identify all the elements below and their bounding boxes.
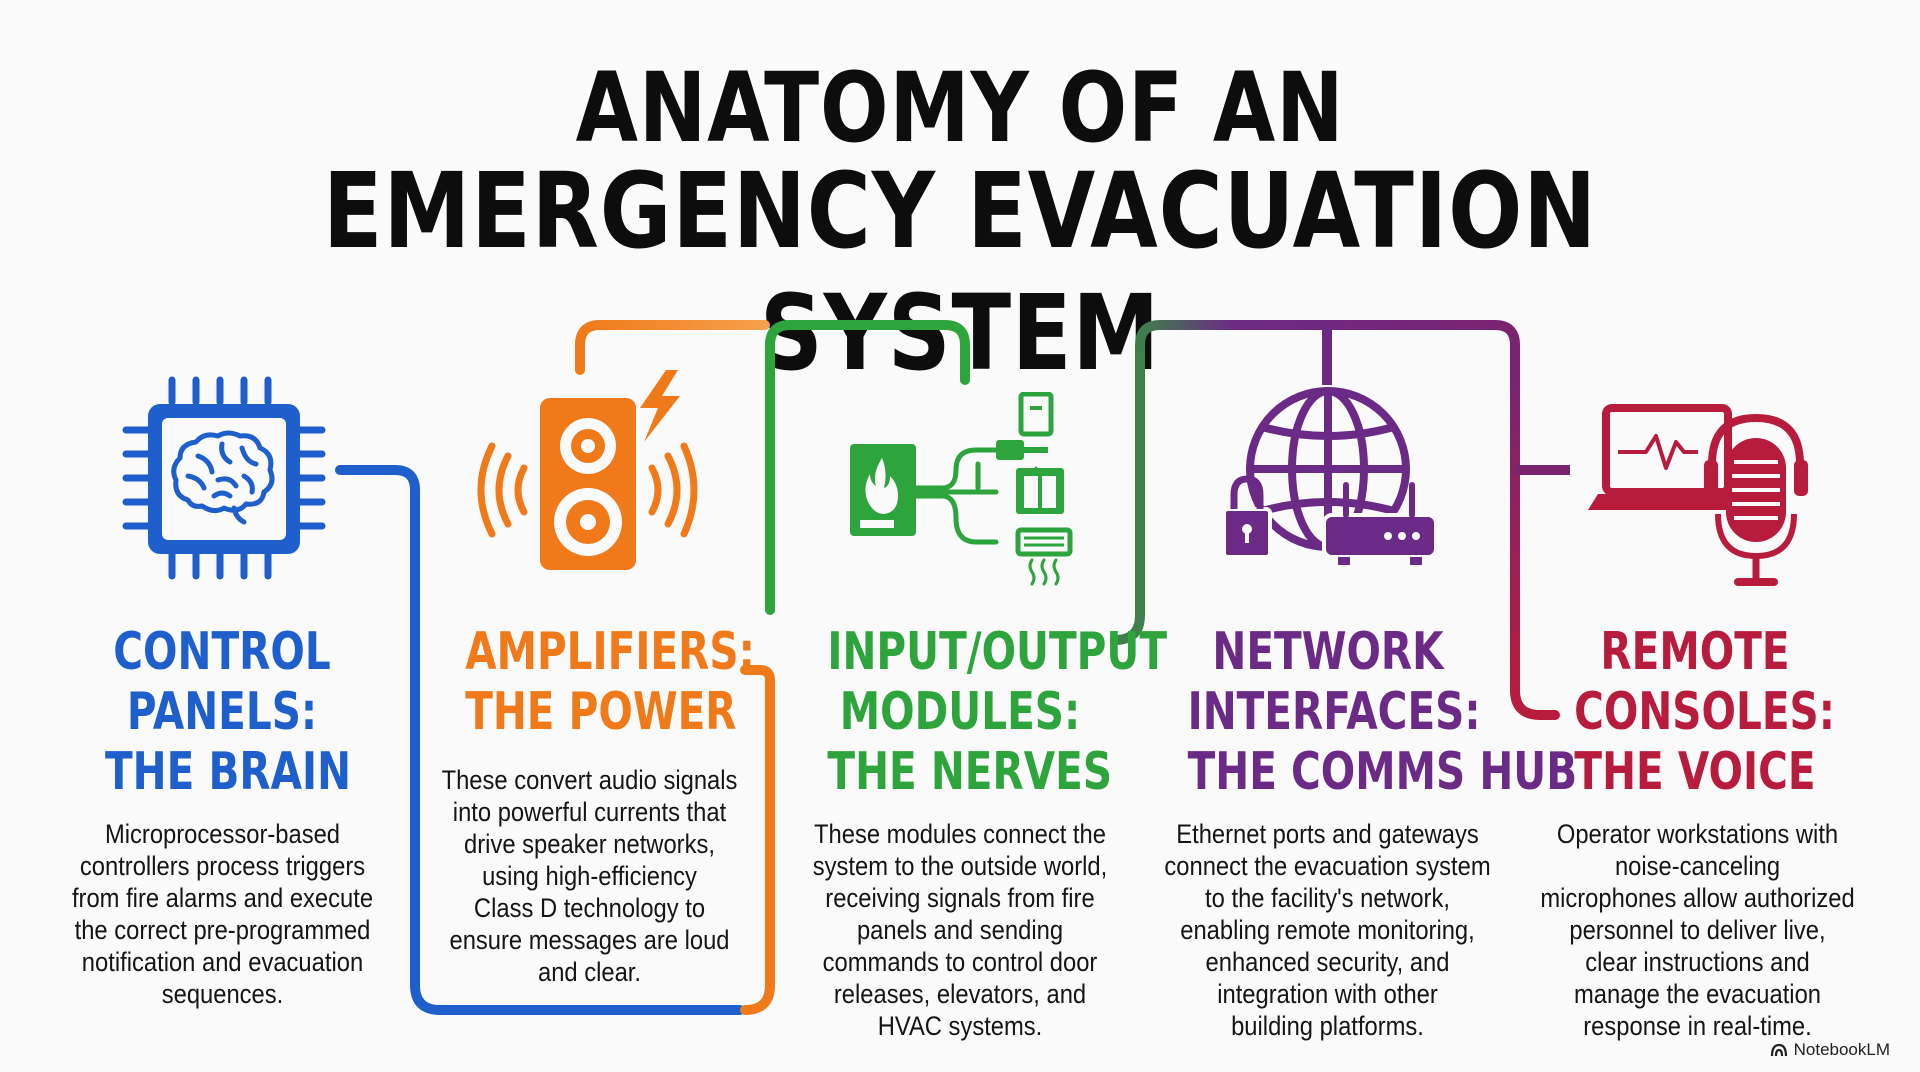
column-3-desc-line: These modules connect the [814, 819, 1106, 849]
column-1-desc-line: the correct pre-programmed [74, 915, 371, 945]
column-5-title-line: REMOTE [1600, 622, 1790, 682]
page-title-line1: ANATOMY OF AN [575, 52, 1345, 164]
column-1-title-line: PANELS: [126, 682, 318, 742]
column-4-desc-line: building platforms. [1231, 1011, 1424, 1041]
column-2-description: These convert audio signals into powerfu… [433, 764, 745, 988]
column-4-title: NETWORK INTERFACES: THE COMMS HUB [1187, 622, 1578, 802]
column-3-title: INPUT/OUTPUT MODULES: THE NERVES [827, 622, 1167, 802]
speaker-lightning-icon [472, 370, 702, 580]
column-5-desc-line: Operator workstations with [1556, 819, 1839, 849]
column-2-title-line: AMPLIFIERS: [465, 622, 755, 682]
column-1-title-line: THE BRAIN [105, 742, 352, 802]
column-4-desc-line: to the facility's network, [1205, 883, 1450, 913]
connector-green-to-purple [1110, 340, 1145, 645]
connector-blue [335, 465, 745, 1015]
column-4-desc-line: enabling remote monitoring, [1180, 915, 1475, 945]
column-5-title-line: THE VOICE [1574, 742, 1816, 802]
column-2-desc-line: using high-efficiency [482, 861, 697, 891]
column-2-desc-line: These convert audio signals [441, 765, 738, 795]
column-5-desc-line: personnel to deliver live, [1569, 915, 1826, 945]
column-2-desc-line: Class D technology to [473, 893, 706, 923]
connector-orange-down [740, 665, 775, 1015]
column-3-desc-line: receiving signals from fire [825, 883, 1095, 913]
column-3-description: These modules connect the system to the … [802, 818, 1119, 1042]
column-4-title-line: THE COMMS HUB [1187, 742, 1578, 802]
column-4-desc-line: Ethernet ports and gateways [1176, 819, 1479, 849]
notebooklm-logo-icon [1770, 1043, 1787, 1057]
column-1-description: Microprocessor-based controllers process… [62, 818, 383, 1010]
brand-label: NotebookLM [1793, 1040, 1890, 1059]
column-5-title-line: CONSOLES: [1574, 682, 1835, 742]
globe-router-icon [1222, 385, 1442, 575]
page-title-line2: EMERGENCY EVACUATION SYSTEM [322, 150, 1598, 394]
column-1-desc-line: from fire alarms and execute [71, 883, 374, 913]
column-4-desc-line: integration with other [1217, 979, 1438, 1009]
column-3-desc-line: HVAC systems. [877, 1011, 1043, 1041]
column-4-title-line: INTERFACES: [1187, 682, 1481, 742]
column-4-desc-line: enhanced security, and [1205, 947, 1450, 977]
column-3-title-line: THE NERVES [827, 742, 1113, 802]
column-1-title-line: CONTROL [113, 622, 331, 682]
column-5-desc-line: clear instructions and [1585, 947, 1810, 977]
column-5-desc-line: noise-canceling [1614, 851, 1781, 881]
column-1-desc-line: Microprocessor-based [104, 819, 341, 849]
column-2-title: AMPLIFIERS: THE POWER [465, 622, 755, 742]
io-module-icon [846, 391, 1076, 592]
column-1-desc-line: sequences. [161, 979, 284, 1009]
column-5-title: REMOTE CONSOLES: THE VOICE [1574, 622, 1835, 802]
notebooklm-brand: NotebookLM [1770, 1040, 1890, 1060]
column-2-desc-line: into powerful currents that [452, 797, 727, 827]
column-2-title-line: THE POWER [465, 682, 737, 742]
connector-purple [1135, 320, 1520, 390]
column-3-desc-line: releases, elevators, and [833, 979, 1087, 1009]
column-1-desc-line: controllers process triggers [79, 851, 366, 881]
connector-green [765, 320, 970, 615]
column-3-title-line: MODULES: [839, 682, 1081, 742]
connector-red [1510, 380, 1560, 720]
column-2-desc-line: ensure messages are loud [449, 925, 730, 955]
column-5-description: Operator workstations with noise-canceli… [1537, 818, 1858, 1042]
column-2-desc-line: drive speaker networks, [464, 829, 715, 859]
column-4-title-line: NETWORK [1212, 622, 1444, 682]
column-3-desc-line: commands to control door [822, 947, 1098, 977]
column-3-title-line: INPUT/OUTPUT [827, 622, 1167, 682]
column-3-desc-line: panels and sending [856, 915, 1064, 945]
column-3-desc-line: system to the outside world, [812, 851, 1108, 881]
connector-orange [575, 320, 770, 375]
column-4-description: Ethernet ports and gateways connect the … [1163, 818, 1493, 1042]
column-1-title: CONTROL PANELS: THE BRAIN [105, 622, 352, 802]
column-4-desc-line: connect the evacuation system [1164, 851, 1491, 881]
chip-brain-icon [118, 372, 330, 584]
column-5-desc-line: manage the evacuation [1573, 979, 1822, 1009]
column-2-desc-line: and clear. [537, 957, 642, 987]
column-1-desc-line: notification and evacuation [81, 947, 364, 977]
laptop-microphone-icon [1586, 402, 1816, 592]
column-5-desc-line: microphones allow authorized [1540, 883, 1855, 913]
column-5-desc-line: response in real-time. [1583, 1011, 1812, 1041]
